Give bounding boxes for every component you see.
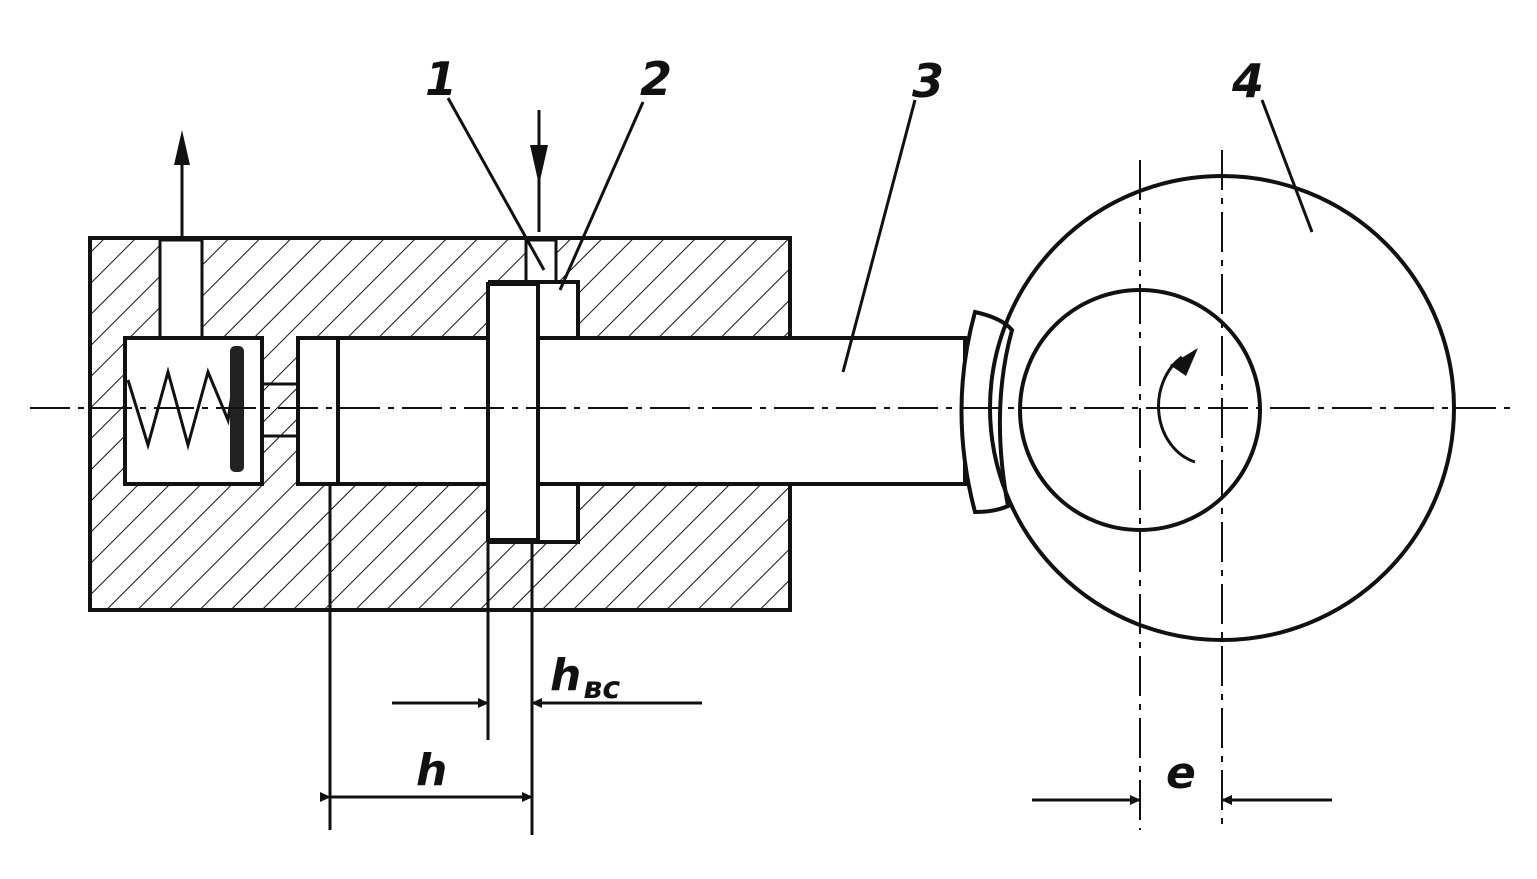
rotation-arrow	[1157, 355, 1196, 464]
leader-4	[1260, 99, 1314, 233]
valve-spring	[126, 366, 234, 451]
label-part-2: 2	[640, 52, 672, 106]
label-part-4: 4	[1231, 54, 1264, 108]
dimension-lines	[320, 484, 1332, 835]
label-part-1: 1	[425, 52, 457, 106]
plunger-collar	[486, 282, 540, 542]
plunger-shoe	[959, 309, 1015, 515]
center-lines	[30, 150, 1510, 830]
leader-lines	[446, 97, 1314, 373]
label-h-suction-main: h	[550, 650, 581, 701]
plunger	[336, 282, 967, 542]
leader-1	[446, 97, 546, 271]
discharge-channel	[158, 238, 204, 342]
label-h-stroke: h	[416, 745, 447, 796]
flow-arrows	[174, 110, 548, 240]
leader-3	[841, 99, 917, 373]
plunger-rod	[336, 336, 967, 486]
label-eccentricity: e	[1166, 748, 1196, 799]
leader-2	[558, 101, 645, 291]
label-h-suction-sub: вс	[583, 671, 620, 706]
label-part-3: 3	[912, 54, 944, 108]
label-h-suction: hвс	[550, 650, 620, 706]
